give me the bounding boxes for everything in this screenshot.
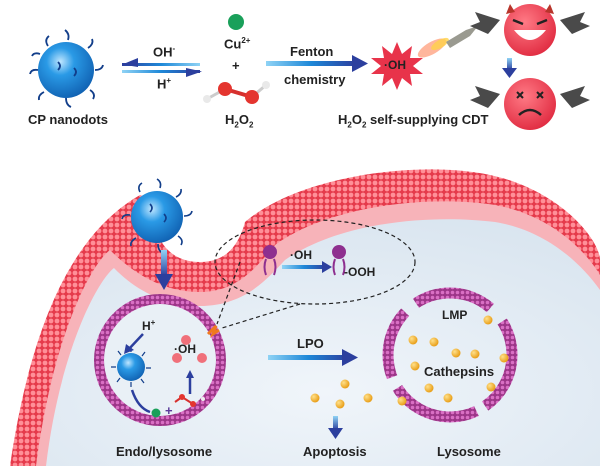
h2o2-molecule-icon	[203, 81, 270, 104]
oh-sup: -	[172, 44, 176, 53]
h-text: H	[157, 76, 167, 92]
copper-label: Cu2+	[224, 36, 250, 51]
fenton-label: Fenton	[290, 44, 334, 59]
h2o2-h: H	[225, 112, 235, 127]
lysosome-label: Lysosome	[437, 444, 501, 459]
lmp-label: LMP	[442, 308, 468, 322]
cdt-h: H	[338, 112, 348, 127]
cu-sup: 2+	[241, 36, 251, 45]
oh-burst-label: ·OH	[384, 58, 406, 72]
cp-nanodots-label: CP nanodots	[28, 112, 108, 127]
endolysosome-vesicle	[94, 294, 226, 426]
cdt-text: self-supplying CDT	[366, 112, 489, 127]
endo-oh-label: ·OH	[174, 342, 196, 356]
cdt-sub2: 2	[361, 120, 367, 130]
lysosome-broken	[382, 287, 518, 423]
lpo-arrow	[268, 349, 358, 366]
h2o2-sub2: 2	[248, 120, 254, 130]
h2o2-sub1: 2	[234, 120, 239, 130]
h2o2-label: H2O2	[225, 112, 253, 130]
fenton-arrow	[266, 55, 368, 72]
endolysosome-label: Endo/lysosome	[116, 444, 213, 459]
internalization-arrow	[155, 250, 173, 290]
endo-plus-sign: +	[165, 403, 173, 418]
equilibrium-arrows	[122, 58, 202, 77]
h2o2-o: O	[238, 112, 249, 127]
oh-text: OH	[153, 44, 173, 60]
apoptosis-label: Apoptosis	[303, 444, 367, 459]
cell-membrane	[10, 169, 600, 466]
equilibrium-oh-label: OH-	[153, 44, 175, 59]
plus-sign: +	[232, 58, 240, 73]
devil-transform-arrow	[502, 58, 517, 78]
cdt-o: O	[351, 112, 362, 127]
inset-ooh-label: -OOH	[344, 265, 376, 279]
chemistry-label: chemistry	[284, 72, 346, 87]
endo-hplus-label: H+	[142, 318, 155, 333]
cu-text: Cu	[224, 36, 242, 52]
endo-h-sup: +	[150, 318, 156, 327]
bullet-icon	[417, 26, 478, 58]
h-sup: +	[166, 76, 172, 85]
inset-oh-label: ·OH	[290, 248, 312, 262]
endo-h: H	[142, 319, 151, 333]
defeated-tumor-devil-icon	[470, 78, 590, 130]
cdt-label: H2O2 self-supplying CDT	[338, 112, 488, 130]
cp-nanodot-illustration	[29, 29, 104, 108]
copper-ion-icon	[228, 14, 244, 30]
cathepsins-label: Cathepsins	[424, 364, 495, 379]
hydroxyl-radical-burst-icon	[371, 42, 423, 90]
happy-tumor-devil-icon	[470, 4, 590, 56]
cathepsin-particles	[310, 315, 509, 409]
cdt-sub1: 2	[347, 120, 352, 130]
lipid-peroxidation-inset	[214, 219, 416, 329]
membrane-nanodot	[121, 178, 193, 254]
lpo-label: LPO	[297, 336, 324, 351]
equilibrium-h-label: H+	[157, 76, 171, 91]
apoptosis-arrow	[328, 416, 343, 439]
